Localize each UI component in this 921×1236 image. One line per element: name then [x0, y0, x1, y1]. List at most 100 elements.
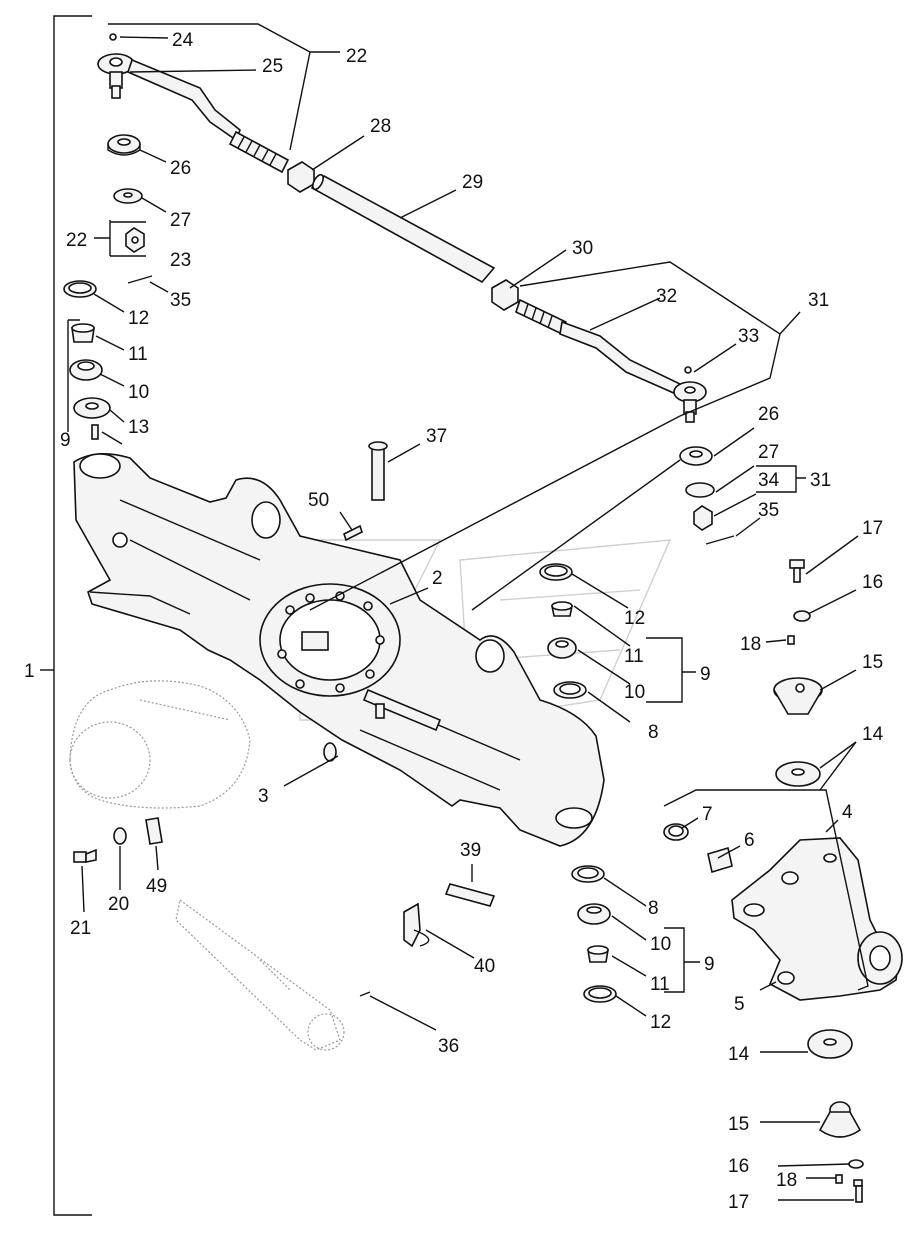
label-15-top: 15	[862, 652, 883, 673]
bolt-17-bottom	[853, 1179, 863, 1203]
label-36: 36	[438, 1036, 459, 1057]
nut-23	[125, 227, 145, 253]
leader-lines	[67, 23, 869, 1201]
label-12-lower: 12	[650, 1012, 671, 1033]
label-5: 5	[734, 994, 745, 1015]
bushing-11-mid	[551, 601, 573, 617]
label-50: 50	[308, 490, 329, 511]
seal-12-left	[63, 280, 97, 298]
label-26-right: 26	[758, 404, 779, 425]
label-16-bottom: 16	[728, 1156, 749, 1177]
tie-rod-end-left	[97, 53, 290, 174]
label-39: 39	[460, 840, 481, 861]
cotter-pin-35-right	[705, 535, 735, 545]
label-24: 24	[172, 30, 194, 51]
bushing-11-lower	[587, 945, 609, 963]
label-2: 2	[432, 568, 443, 589]
seal-12-lower	[583, 985, 617, 1003]
label-26-left: 26	[170, 158, 191, 179]
axle-housing	[73, 453, 605, 847]
bolt-17-top	[789, 559, 805, 583]
label-23: 23	[170, 250, 191, 271]
label-11-lower: 11	[650, 974, 670, 995]
label-49: 49	[146, 876, 167, 897]
thread-left	[228, 130, 290, 174]
tube-29	[310, 173, 496, 284]
label-11-mid: 11	[624, 646, 644, 667]
label-40: 40	[474, 956, 495, 977]
label-31-top: 31	[808, 290, 829, 311]
label-32: 32	[656, 286, 677, 307]
shim-14-bottom	[807, 1029, 853, 1059]
shim-8-mid	[553, 681, 587, 699]
label-8-mid: 8	[648, 722, 659, 743]
shim-14-top	[775, 761, 821, 787]
label-34: 34	[758, 470, 780, 491]
bracket-39	[444, 883, 496, 907]
label-27-left: 27	[170, 210, 191, 231]
grease-fitting-24	[109, 33, 117, 41]
label-6: 6	[744, 830, 755, 851]
steering-knuckle-5	[731, 837, 903, 1001]
bearing-10-lower	[577, 903, 611, 925]
label-9-left: 9	[60, 430, 71, 451]
label-18-bottom: 18	[776, 1170, 797, 1191]
label-9-lower: 9	[704, 954, 715, 975]
label-1: 1	[24, 661, 35, 682]
cap-15-top	[773, 677, 823, 715]
bushing-11-left	[71, 323, 95, 343]
assembly-bracket	[40, 15, 92, 1216]
phantom-driveshaft	[175, 898, 345, 1051]
label-15-bottom: 15	[728, 1114, 749, 1135]
label-31-right: 31	[810, 470, 831, 491]
nut-28	[287, 161, 315, 193]
washer-27-left	[113, 188, 143, 204]
plate-49	[145, 817, 163, 845]
label-14-top: 14	[862, 724, 884, 745]
label-10-mid: 10	[624, 682, 645, 703]
bolt-21	[73, 848, 97, 863]
label-30: 30	[572, 238, 593, 259]
label-20: 20	[108, 894, 129, 915]
washer-26-right	[679, 446, 713, 466]
label-12-mid: 12	[624, 608, 645, 629]
label-10-left: 10	[128, 382, 149, 403]
label-8-lower: 8	[648, 898, 659, 919]
label-33: 33	[738, 326, 759, 347]
label-25: 25	[262, 56, 283, 77]
label-10-lower: 10	[650, 934, 671, 955]
label-35-left: 35	[170, 290, 191, 311]
seal-12-mid	[539, 563, 573, 581]
pin-18-bottom	[835, 1174, 843, 1184]
bolt-left	[91, 424, 123, 445]
label-9-mid: 9	[700, 664, 711, 685]
cotter-pin-35-left	[127, 275, 153, 284]
label-14-bottom: 14	[728, 1044, 750, 1065]
seal-13-left	[73, 397, 111, 419]
washer-27-right	[685, 482, 715, 498]
shim-8-lower	[571, 865, 605, 883]
washer-16-top	[793, 610, 811, 622]
label-35-right: 35	[758, 500, 779, 521]
label-4: 4	[842, 802, 853, 823]
label-21: 21	[70, 918, 91, 939]
bearing-10-left	[69, 359, 103, 381]
pin-18-top	[787, 635, 795, 645]
label-28: 28	[370, 116, 391, 137]
kingpin-37	[368, 441, 388, 501]
callout-labels: 1 24 22 25 28 29 26 27 22 23 30 32 35 31…	[24, 30, 884, 1213]
pin-36	[359, 991, 371, 997]
label-17-bottom: 17	[728, 1192, 749, 1213]
label-27-right: 27	[758, 442, 779, 463]
washer-26-left	[107, 134, 141, 156]
label-7: 7	[702, 804, 713, 825]
label-37: 37	[426, 426, 447, 447]
washer-16-bottom	[848, 1159, 864, 1169]
nut-34	[693, 505, 713, 531]
cap-15-bottom	[818, 1101, 862, 1138]
tie-rod-end-right	[515, 298, 707, 423]
label-29: 29	[462, 172, 483, 193]
label-17-top: 17	[862, 518, 883, 539]
